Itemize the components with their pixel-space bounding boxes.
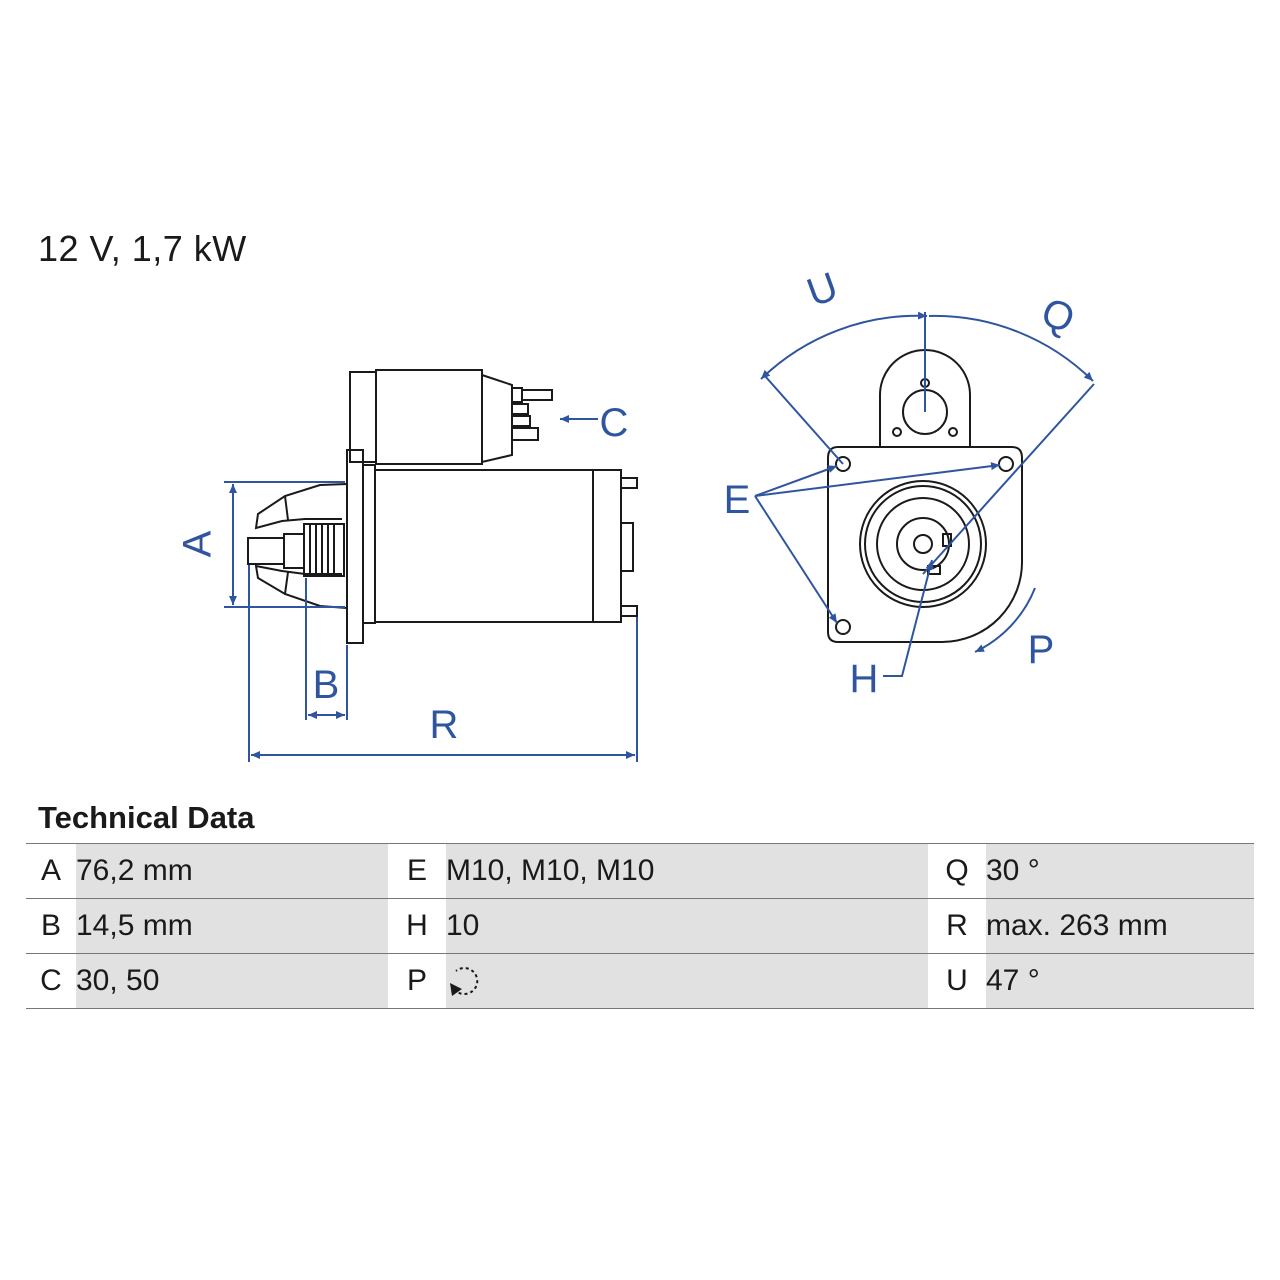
spec-value-rotation xyxy=(446,953,928,1009)
spec-value: M10, M10, M10 xyxy=(446,843,928,899)
counterclockwise-rotation-icon xyxy=(450,967,479,997)
dimension-label-r: R xyxy=(430,703,459,747)
spec-key: C xyxy=(26,953,76,1009)
spec-key: H xyxy=(388,898,446,954)
spec-value: 10 xyxy=(446,898,928,954)
spec-value: 47 ° xyxy=(986,953,1254,1009)
spec-key: B xyxy=(26,898,76,954)
table-row: B 14,5 mm H 10 R max. 263 mm xyxy=(26,898,1254,954)
dimension-label-e: E xyxy=(724,478,751,522)
spec-value: 30, 50 xyxy=(76,953,388,1009)
spec-key: U xyxy=(928,953,986,1009)
spec-key: P xyxy=(388,953,446,1009)
spec-value: max. 263 mm xyxy=(986,898,1254,954)
dimension-label-c: C xyxy=(600,401,629,445)
dimension-label-b: B xyxy=(313,663,340,707)
starter-motor-drawing: A B R C U Q E H P xyxy=(176,264,1095,762)
spec-value: 14,5 mm xyxy=(76,898,388,954)
spec-value: 76,2 mm xyxy=(76,843,388,899)
dimension-label-h: H xyxy=(850,657,879,701)
technical-data-table: A 76,2 mm E M10, M10, M10 Q 30 ° B 14,5 … xyxy=(26,843,1254,1009)
front-dimensions xyxy=(754,311,1095,677)
dimension-label-p: P xyxy=(1028,628,1055,672)
spec-key: E xyxy=(388,843,446,899)
front-view xyxy=(827,349,1024,643)
technical-data-heading: Technical Data xyxy=(38,800,255,835)
side-view xyxy=(247,369,638,644)
table-row: A 76,2 mm E M10, M10, M10 Q 30 ° xyxy=(26,843,1254,899)
spec-key: Q xyxy=(928,843,986,899)
spec-key: A xyxy=(26,843,76,899)
spec-value: 30 ° xyxy=(986,843,1254,899)
dimension-label-q: Q xyxy=(1035,290,1080,342)
product-title: 12 V, 1,7 kW xyxy=(38,228,247,269)
spec-key: R xyxy=(928,898,986,954)
side-dimensions xyxy=(224,415,638,762)
table-row: C 30, 50 P U 47 ° xyxy=(26,953,1254,1009)
dimension-label-a: A xyxy=(176,530,220,557)
dimension-label-u: U xyxy=(801,264,843,315)
